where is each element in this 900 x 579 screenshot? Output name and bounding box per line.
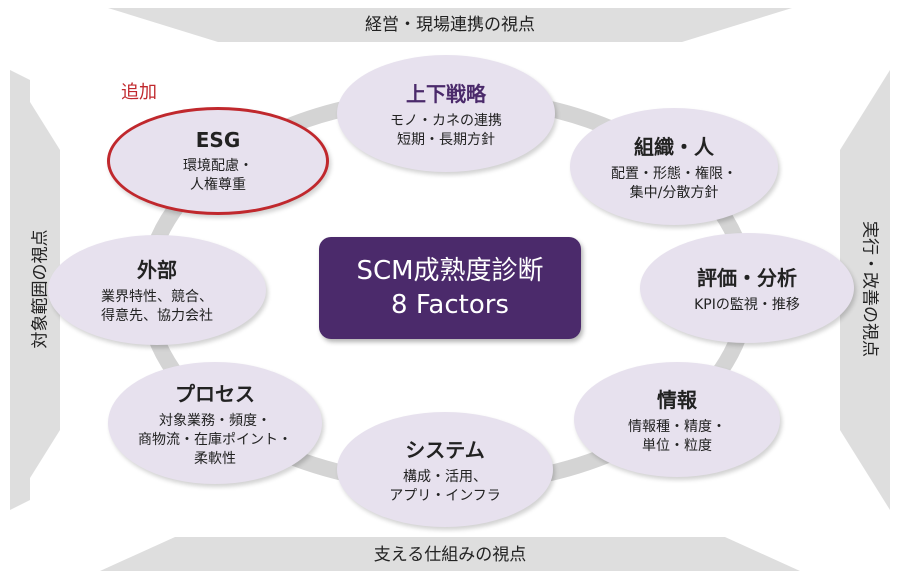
bottom-perspective-label: 支える仕組みの視点 bbox=[373, 545, 527, 565]
left-perspective-band-outer bbox=[10, 70, 60, 510]
factor-title: 組織・人 bbox=[634, 134, 714, 159]
factor-title: 評価・分析 bbox=[697, 265, 797, 290]
factor-title: ESG bbox=[195, 127, 241, 152]
left-perspective-label: 対象範囲の視点 bbox=[30, 229, 51, 349]
factor-title: 情報 bbox=[657, 387, 697, 412]
right-perspective-label: 実行・改善の視点 bbox=[859, 221, 880, 357]
added-label: 追加 bbox=[121, 82, 157, 103]
factor-title: 上下戦略 bbox=[406, 81, 486, 106]
factor-desc: 対象業務・頻度・ 商物流・在庫ポイント・ 柔軟性 bbox=[138, 412, 292, 467]
factor-title: システム bbox=[405, 437, 485, 462]
factor-desc: 環境配慮・ 人権尊重 bbox=[183, 157, 253, 193]
top-perspective-band bbox=[108, 8, 792, 42]
factor-process: プロセス 対象業務・頻度・ 商物流・在庫ポイント・ 柔軟性 bbox=[108, 362, 322, 484]
center-title: SCM成熟度診断 bbox=[356, 256, 544, 286]
center-subtitle: 8 Factors bbox=[391, 290, 509, 320]
factor-information: 情報 情報種・精度・ 単位・粒度 bbox=[574, 362, 780, 477]
factor-strategy: 上下戦略 モノ・カネの連携 短期・長期方針 bbox=[337, 55, 555, 172]
factor-system: システム 構成・活用、 アプリ・インフラ bbox=[337, 412, 553, 527]
factor-esg: ESG 環境配慮・ 人権尊重 bbox=[107, 107, 329, 215]
factor-desc: 配置・形態・権限・ 集中/分散方針 bbox=[611, 165, 737, 201]
bottom-perspective-band bbox=[100, 537, 800, 571]
right-perspective-band bbox=[840, 70, 890, 510]
factor-desc: 情報種・精度・ 単位・粒度 bbox=[628, 418, 726, 454]
factor-evaluation: 評価・分析 KPIの監視・推移 bbox=[640, 233, 854, 343]
factor-desc: 業界特性、競合、 得意先、協力会社 bbox=[101, 289, 213, 324]
factor-desc: モノ・カネの連携 短期・長期方針 bbox=[390, 112, 502, 148]
factor-title: 外部 bbox=[137, 258, 177, 282]
center-box: SCM成熟度診断 8 Factors bbox=[319, 237, 581, 339]
top-perspective-label: 経営・現場連携の視点 bbox=[365, 15, 535, 35]
factor-external: 外部 業界特性、競合、 得意先、協力会社 bbox=[48, 235, 266, 345]
factor-title: プロセス bbox=[175, 381, 255, 406]
factor-organization: 組織・人 配置・形態・権限・ 集中/分散方針 bbox=[570, 108, 778, 225]
factor-desc: KPIの監視・推移 bbox=[694, 296, 800, 313]
factor-desc: 構成・活用、 アプリ・インフラ bbox=[389, 468, 501, 504]
